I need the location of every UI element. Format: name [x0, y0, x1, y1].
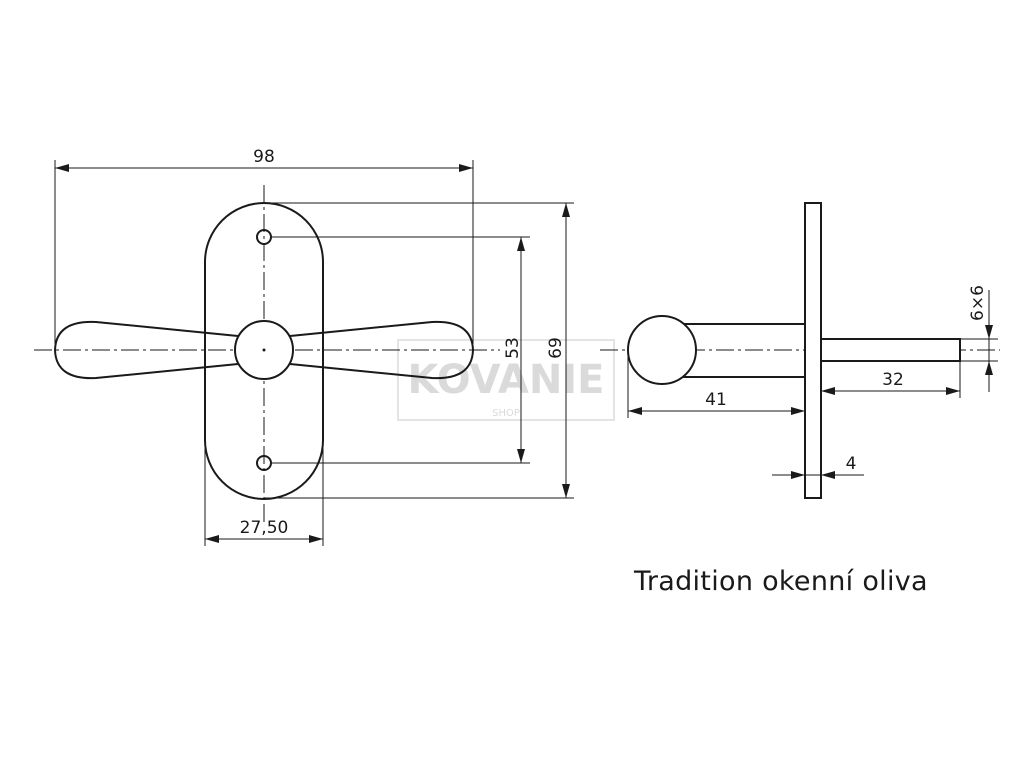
dim-41-label: 41 — [705, 390, 727, 410]
dim-69-arrow-bottom — [562, 484, 570, 498]
dim-98-arrow-right — [459, 164, 473, 172]
dim-6x6-label: 6×6 — [968, 285, 988, 321]
handle-lever-left — [53, 320, 239, 380]
dim-53-arrow-bottom — [517, 449, 525, 463]
dim-2750-arrow-left — [205, 535, 219, 543]
side-view — [600, 202, 1000, 499]
dim-69-label: 69 — [546, 337, 566, 359]
watermark-brand: KOVANIE — [407, 357, 604, 403]
dim-4-label: 4 — [846, 454, 857, 474]
front-view — [34, 185, 500, 525]
handle-knob-side — [627, 315, 697, 385]
watermark-frame — [397, 339, 615, 421]
dim-32-arrow-left — [821, 387, 835, 395]
dim-4-arrow-left — [791, 471, 805, 479]
dim-2750-arrow-right — [309, 535, 323, 543]
handle-lever-right — [289, 320, 475, 380]
dim-6x6-arrow-top — [985, 325, 993, 339]
dim-53-arrow-top — [517, 237, 525, 251]
hub-center-mark — [262, 348, 266, 352]
dim-98-arrow-left — [55, 164, 69, 172]
dim-53-label: 53 — [503, 337, 523, 359]
dim-41-arrow-left — [628, 407, 642, 415]
dim-41-arrow-right — [791, 407, 805, 415]
dim-69-arrow-top — [562, 203, 570, 217]
dim-2750-label: 27,50 — [240, 518, 289, 538]
dim-32-arrow-right — [946, 387, 960, 395]
watermark: KOVANIE SHOP — [397, 339, 615, 421]
product-title: Tradition okenní oliva — [634, 566, 928, 597]
watermark-sub: SHOP — [492, 408, 520, 419]
dim-98-label: 98 — [253, 147, 275, 167]
dim-32-label: 32 — [882, 370, 904, 390]
dim-4-arrow-right — [821, 471, 835, 479]
side-dimensions: 41 32 4 6×6 — [627, 285, 998, 479]
spindle — [820, 338, 961, 362]
rosette-plate-side — [804, 202, 822, 499]
dim-6x6-arrow-bottom — [985, 361, 993, 375]
front-dimensions: 98 53 69 27,50 — [54, 147, 574, 546]
